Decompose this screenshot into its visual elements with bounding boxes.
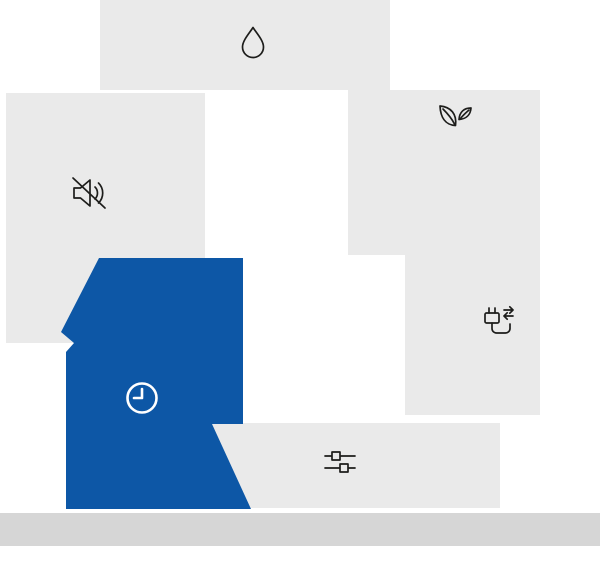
water-drop-icon xyxy=(238,25,268,61)
speaker-muted-icon xyxy=(67,173,111,213)
tile-settings[interactable] xyxy=(210,423,500,508)
leaf-icon xyxy=(438,98,474,130)
tile-water[interactable] xyxy=(100,0,390,90)
plug-swap-icon xyxy=(480,305,516,339)
tile-power-transfer[interactable] xyxy=(405,155,540,415)
sliders-icon xyxy=(323,448,357,476)
bottom-bar xyxy=(0,513,600,546)
tile-timer[interactable] xyxy=(61,258,251,509)
